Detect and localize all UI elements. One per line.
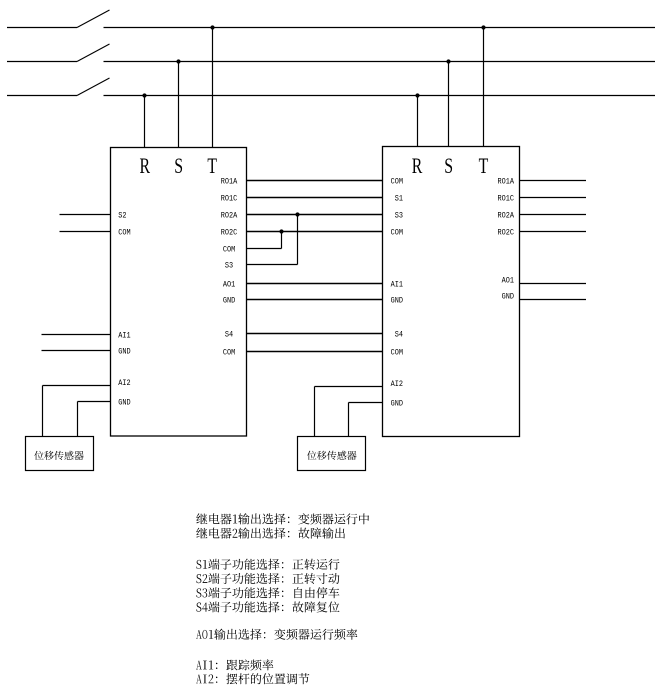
svg-text:S4: S4	[395, 331, 404, 340]
svg-text:AO1: AO1	[502, 277, 515, 286]
svg-text:AI1: AI1	[391, 281, 404, 290]
svg-text:AI1: AI1	[118, 332, 131, 341]
svg-text:RO2A: RO2A	[221, 212, 238, 221]
svg-text:COM: COM	[391, 349, 404, 358]
svg-text:RO1C: RO1C	[498, 195, 515, 204]
svg-text:COM: COM	[391, 178, 404, 187]
svg-text:AI2: AI2	[118, 379, 131, 388]
svg-text:RO1A: RO1A	[221, 178, 238, 187]
svg-text:COM: COM	[223, 246, 236, 255]
svg-text:GND: GND	[391, 400, 404, 409]
svg-text:S1: S1	[395, 195, 404, 204]
svg-text:GND: GND	[391, 297, 404, 306]
svg-text:S3: S3	[225, 262, 234, 271]
svg-text:GND: GND	[502, 293, 515, 302]
svg-text:GND: GND	[118, 399, 131, 408]
svg-text:S3: S3	[395, 212, 404, 221]
svg-text:AI2: AI2	[391, 380, 404, 389]
svg-text:GND: GND	[118, 348, 131, 357]
svg-text:RO2A: RO2A	[498, 212, 515, 221]
svg-text:R: R	[140, 155, 151, 179]
svg-text:RO2C: RO2C	[221, 229, 238, 238]
svg-text:GND: GND	[223, 297, 236, 306]
svg-text:T: T	[207, 155, 217, 179]
svg-text:S2: S2	[118, 212, 127, 221]
svg-text:R: R	[412, 155, 423, 179]
svg-text:RO2C: RO2C	[498, 229, 515, 238]
svg-text:S4: S4	[225, 331, 234, 340]
svg-text:RO1C: RO1C	[221, 195, 238, 204]
svg-text:T: T	[479, 155, 489, 179]
svg-text:AO1: AO1	[223, 281, 236, 290]
svg-text:S: S	[174, 155, 183, 179]
svg-text:COM: COM	[391, 229, 404, 238]
svg-text:COM: COM	[118, 229, 131, 238]
svg-text:COM: COM	[223, 349, 236, 358]
svg-text:S: S	[444, 155, 453, 179]
svg-text:RO1A: RO1A	[498, 178, 515, 187]
